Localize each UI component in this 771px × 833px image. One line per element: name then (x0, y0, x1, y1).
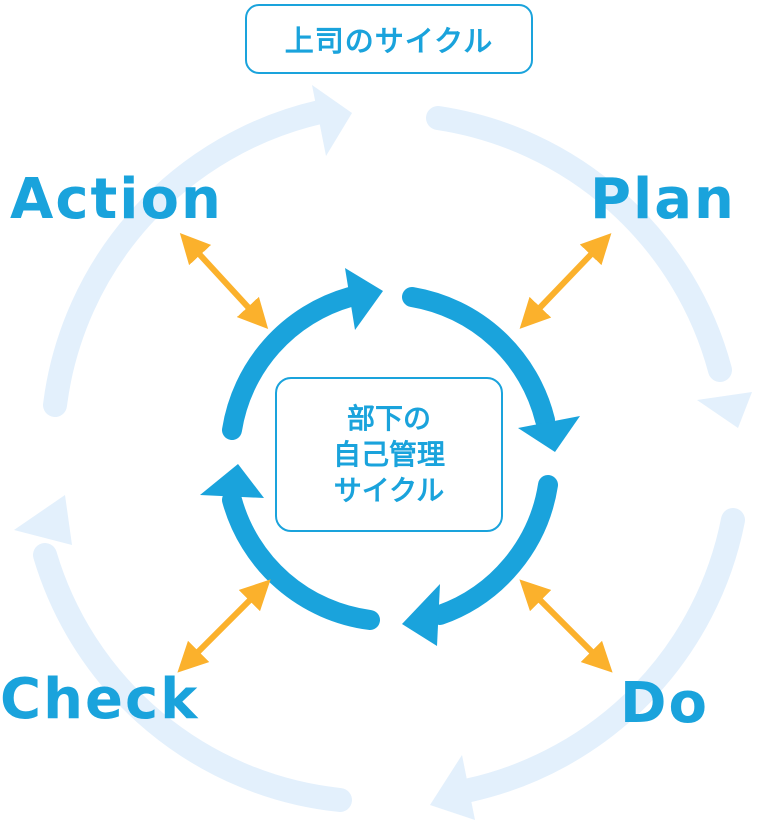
inner-arrowhead-bottom (402, 584, 440, 646)
inner-arc-bottom-right (430, 475, 558, 625)
outer-arrowhead-bottom (430, 755, 475, 820)
phase-action-label: Action (10, 167, 223, 232)
inner-arrowhead-right (518, 416, 580, 452)
outer-arc-bottom-right (458, 508, 745, 802)
outer-arrowhead-right (697, 392, 752, 428)
phase-check-label: Check (0, 667, 200, 732)
outer-arc-bottom-left (33, 543, 352, 812)
subordinate-cycle-line-2: 自己管理 (332, 437, 445, 471)
subordinate-cycle-line-1: 部下の (346, 401, 431, 435)
connector-plan (519, 233, 612, 329)
connector-do (519, 579, 613, 673)
inner-arc-bottom-left (222, 490, 380, 630)
inner-cycle-ring (222, 287, 558, 630)
inner-arc-top-left (222, 287, 360, 440)
outer-arrowhead-top (312, 85, 352, 156)
subordinate-cycle-line-3: サイクル (333, 473, 445, 507)
subordinate-cycle-box: 部下の 自己管理 サイクル (275, 377, 503, 532)
inner-cycle-arrowheads (200, 268, 580, 646)
boss-cycle-label: 上司のサイクル (245, 4, 533, 74)
inner-arc-top-right (402, 287, 555, 430)
inner-arrowhead-left (200, 464, 264, 498)
outer-cycle-arrowheads (14, 85, 752, 820)
phase-plan-label: Plan (590, 167, 736, 232)
outer-arc-top-right (426, 106, 732, 382)
connector-arrows (177, 232, 613, 673)
outer-arc-top-left (43, 100, 332, 417)
phase-do-label: Do (620, 671, 709, 736)
outer-arrowhead-left (14, 495, 72, 545)
connector-action (179, 232, 269, 330)
inner-arrowhead-top (345, 268, 383, 330)
connector-check (177, 579, 271, 673)
outer-cycle-ring (33, 100, 745, 812)
